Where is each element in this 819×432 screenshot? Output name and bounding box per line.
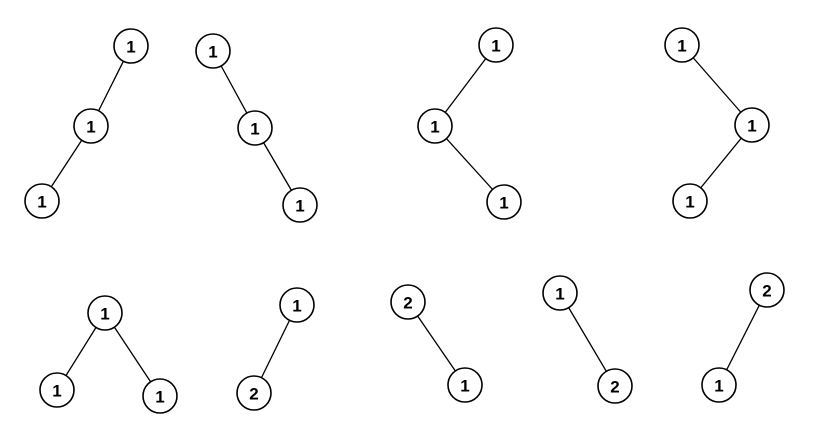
tree-node: 1 <box>24 183 60 219</box>
node-label: 1 <box>295 197 304 216</box>
tree-node: 1 <box>486 184 522 220</box>
node-label: 1 <box>685 193 694 212</box>
tree-pair-2-right-1: 21 <box>390 284 483 403</box>
tree-node: 1 <box>447 367 483 403</box>
node-circle <box>672 183 708 219</box>
tree-node: 1 <box>701 367 737 403</box>
node-label: 1 <box>460 377 469 396</box>
tree-node: 2 <box>236 375 272 411</box>
node-circle <box>113 28 149 64</box>
tree-node: 1 <box>87 295 123 331</box>
tree-node: 1 <box>734 107 770 143</box>
tree-pair-2-left-1: 21 <box>701 272 785 403</box>
node-label: 1 <box>555 285 564 304</box>
node-label: 2 <box>762 282 771 301</box>
node-circle <box>39 372 75 408</box>
tree-pair-1-left-2: 12 <box>236 287 315 411</box>
tree-pair-1-right-2: 12 <box>542 275 633 404</box>
node-circle <box>734 107 770 143</box>
node-circle <box>237 110 273 146</box>
node-circle <box>195 33 231 69</box>
node-circle <box>664 27 700 63</box>
node-label: 1 <box>86 118 95 137</box>
tree-node: 1 <box>417 108 453 144</box>
tree-right-chain: 1 1 1 <box>195 33 318 223</box>
tree-node: 1 <box>73 108 109 144</box>
tree-node: 1 <box>113 28 149 64</box>
node-circle <box>236 375 272 411</box>
node-label: 1 <box>714 377 723 396</box>
node-label: 1 <box>747 117 756 136</box>
node-label: 2 <box>403 294 412 313</box>
node-label: 1 <box>126 38 135 57</box>
node-circle <box>142 378 178 414</box>
tree-node: 2 <box>390 284 426 320</box>
node-circle <box>542 275 578 311</box>
node-label: 1 <box>52 382 61 401</box>
node-label: 1 <box>37 193 46 212</box>
tree-node: 1 <box>279 287 315 323</box>
node-circle <box>417 108 453 144</box>
tree-left-right-zigzag: 1 1 1 <box>417 27 522 220</box>
tree-node: 1 <box>672 183 708 219</box>
tree-node: 1 <box>237 110 273 146</box>
node-circle <box>478 27 514 63</box>
node-circle <box>24 183 60 219</box>
tree-node: 2 <box>749 272 785 308</box>
tree-balanced: 1 1 1 <box>39 295 178 414</box>
node-label: 1 <box>430 118 439 137</box>
tree-edge <box>559 292 616 387</box>
node-circle <box>486 184 522 220</box>
node-label: 1 <box>292 297 301 316</box>
node-label: 1 <box>250 120 259 139</box>
node-label: 1 <box>155 388 164 407</box>
tree-node: 1 <box>195 33 231 69</box>
node-circle <box>73 108 109 144</box>
tree-node: 1 <box>282 187 318 223</box>
node-label: 2 <box>610 378 619 397</box>
tree-node: 1 <box>664 27 700 63</box>
node-circle <box>749 272 785 308</box>
tree-node: 1 <box>478 27 514 63</box>
tree-node: 1 <box>542 275 578 311</box>
node-label: 1 <box>208 43 217 62</box>
node-circle <box>701 367 737 403</box>
node-label: 2 <box>249 385 258 404</box>
node-circle <box>447 367 483 403</box>
node-label: 1 <box>499 194 508 213</box>
node-circle <box>390 284 426 320</box>
tree-node: 1 <box>39 372 75 408</box>
node-label: 1 <box>100 305 109 324</box>
node-circle <box>282 187 318 223</box>
tree-right-left-zigzag: 1 1 1 <box>664 27 770 219</box>
tree-left-chain: 1 1 1 <box>24 28 149 219</box>
node-label: 1 <box>677 37 686 56</box>
node-label: 1 <box>491 37 500 56</box>
node-circle <box>87 295 123 331</box>
tree-node: 1 <box>142 378 178 414</box>
node-circle <box>279 287 315 323</box>
node-circle <box>597 368 633 404</box>
tree-node: 2 <box>597 368 633 404</box>
